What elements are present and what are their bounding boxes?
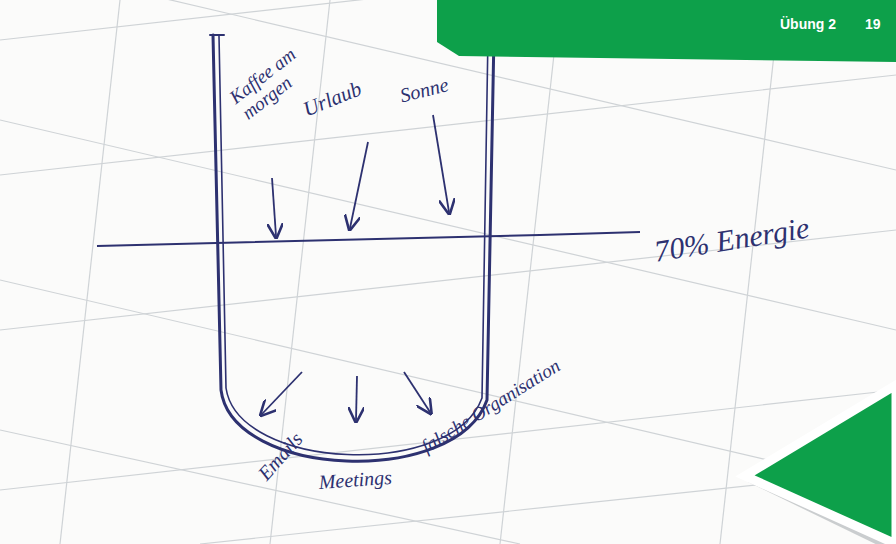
handwritten-note: Sonne: [398, 74, 451, 106]
band-fill: [437, 0, 896, 62]
band-shape: [437, 0, 896, 64]
energy-line: [97, 232, 640, 246]
header-band: Übung 2 19: [437, 0, 896, 64]
handwritten-note: falsche Organisation: [418, 356, 564, 457]
corner-triangle: [745, 385, 896, 544]
handwritten-note: 70% Energie: [652, 212, 811, 268]
handwritten-note: Urlaub: [300, 77, 365, 120]
beaker-outline: [210, 35, 499, 461]
handwritten-note: Meetings: [318, 467, 393, 493]
page-number: 19: [865, 16, 881, 32]
exercise-title: Übung 2: [780, 16, 836, 32]
arrows: [262, 115, 449, 420]
